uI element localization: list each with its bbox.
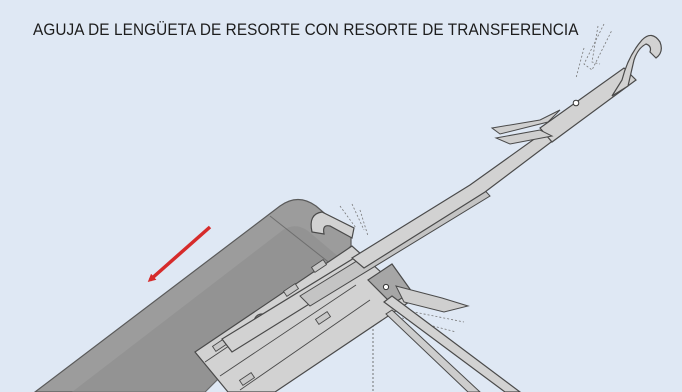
lower-stems xyxy=(382,295,521,392)
arrow-down-left-icon xyxy=(147,225,212,282)
needle-bed xyxy=(34,198,352,392)
transfer-spring xyxy=(367,263,470,333)
needle-blade xyxy=(350,67,637,269)
figure-title: AGUJA DE LENGÜETA DE RESORTE CON RESORTE… xyxy=(33,21,579,39)
needle-hook xyxy=(611,34,662,97)
latch-wings xyxy=(490,23,613,145)
rivet-middle xyxy=(382,283,390,291)
rivet-upper xyxy=(572,99,580,107)
needle-head-lower xyxy=(310,203,369,239)
